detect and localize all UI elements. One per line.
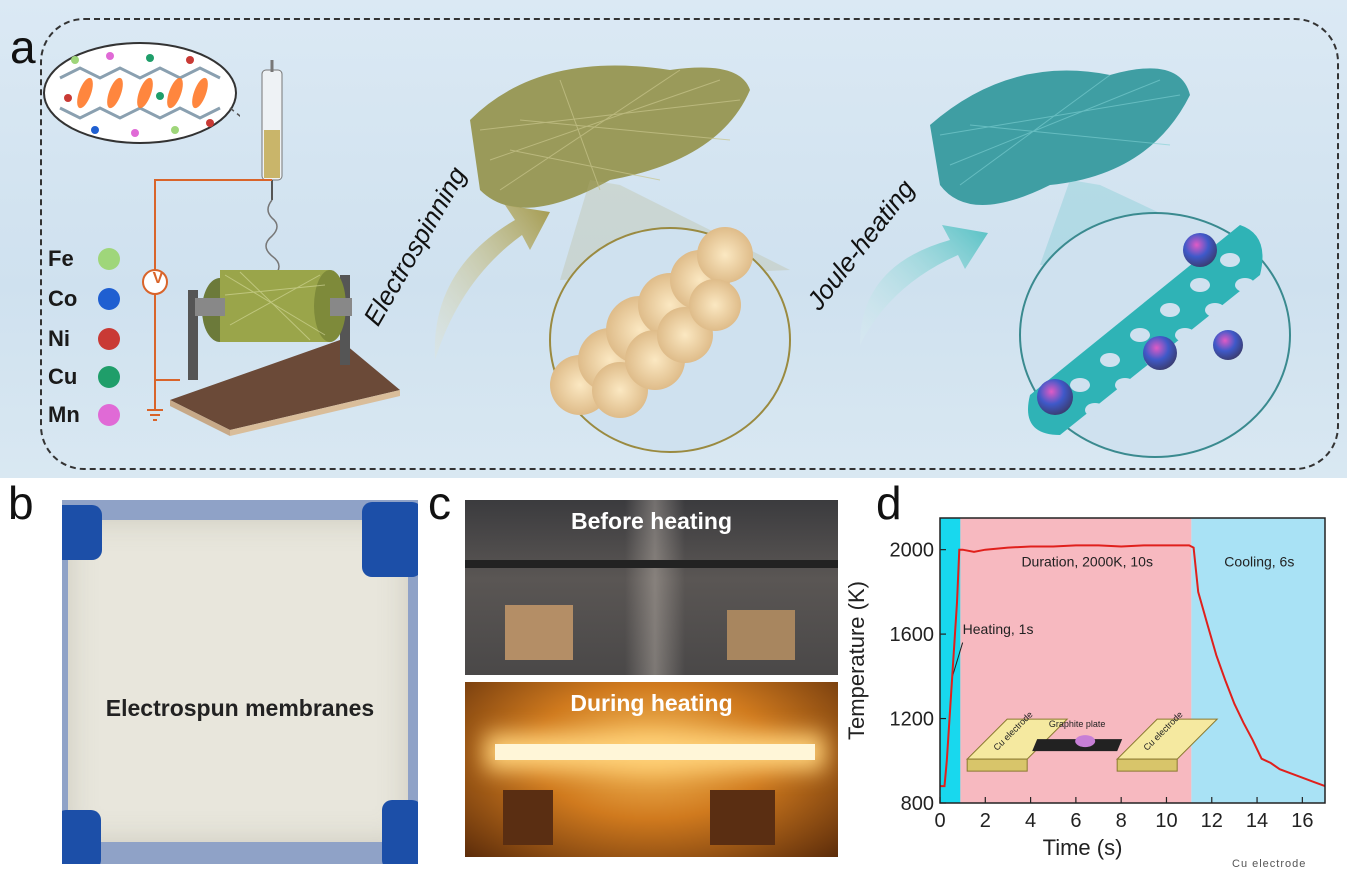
before-heating-photo: Before heating [465,500,838,675]
x-tick-label: 4 [1025,810,1036,832]
ni-ball-icon [98,328,120,350]
graphite-plate [1032,739,1123,752]
legend-mn: Mn [48,402,120,428]
panel-a-dashed-frame [40,18,1339,470]
panel-b-letter: b [8,477,34,529]
temperature-chart: Heating, 1s Duration, 2000K, 10s Cooling, … [844,517,1326,860]
electrospinning-setup [142,60,400,436]
inset-middle-label: Graphite plate [1049,719,1106,729]
region-label: Heating, 1s [963,621,1034,637]
x-tick-label: 0 [934,810,945,832]
voltage-source-label: V [152,270,164,287]
during-heating-caption: During heating [570,690,733,716]
left-electrode-side [966,758,1028,772]
x-tick-label: 12 [1201,810,1223,832]
region-label: Cooling, 6s [1224,554,1294,570]
y-tick-label: 1600 [890,624,935,646]
y-tick-label: 1200 [890,709,935,731]
element-label: Cu [48,364,78,389]
plot-frame [939,517,1326,804]
legend-co: Co [48,286,120,312]
mn-ball-icon [98,404,120,426]
x-tick-label: 16 [1291,810,1313,832]
membrane-caption: Electrospun membranes [105,695,375,721]
y-axis-label: Temperature (K) [844,581,869,740]
legend-fe: Fe [48,246,120,272]
graphite-bar [465,560,838,568]
element-label: Ni [48,326,70,351]
region-band [940,518,961,803]
left-electrode [505,605,573,660]
panel-d-letter: d [876,477,902,529]
element-label: Fe [48,246,74,271]
co-ball-icon [98,288,120,310]
y-tick-label: 2000 [890,540,935,562]
region-band [1191,518,1325,803]
line-layer [940,544,1326,788]
y-tick-label: 800 [901,793,934,815]
glove-top-left [62,505,102,560]
legend-cu: Cu [48,364,120,390]
glove-top-right [362,502,418,577]
element-label: Mn [48,402,80,427]
x-tick-label: 10 [1155,810,1177,832]
temperature-series-line [940,544,1326,788]
sample-spot [1075,735,1096,748]
during-heating-photo: During heating [465,682,838,857]
panel-c-letter: c [428,477,451,529]
region-label: Duration, 2000K, 10s [1021,554,1153,570]
x-tick-label: 2 [980,810,991,832]
right-electrode [727,610,795,660]
joule-heating-step [860,68,1291,458]
x-tick-label: 14 [1246,810,1268,832]
right-electrode-side [1116,758,1178,772]
before-heating-caption: Before heating [570,508,733,534]
polymer-chain-zoom [43,42,240,144]
light-reflection [625,500,685,675]
x-tick-label: 8 [1116,810,1127,832]
membrane-sheet [68,520,408,842]
heating-pointer [951,642,964,677]
panel-a-letter: a [10,21,36,73]
watermark: Cu electrode [1232,858,1307,870]
x-axis-label: Time (s) [1043,835,1123,860]
glove-bottom-right [382,800,418,864]
right-electrode-hot [710,790,775,845]
electrospinning-step [434,65,791,453]
membrane-photo: Electrospun membranes [62,500,418,864]
legend-ni: Ni [48,326,120,352]
x-tick-label: 6 [1070,810,1081,832]
element-label: Co [48,286,78,311]
left-electrode-hot [503,790,553,845]
cu-ball-icon [98,366,120,388]
fe-ball-icon [98,248,120,270]
glove-bottom-left [62,810,101,864]
glowing-bar [495,744,815,760]
